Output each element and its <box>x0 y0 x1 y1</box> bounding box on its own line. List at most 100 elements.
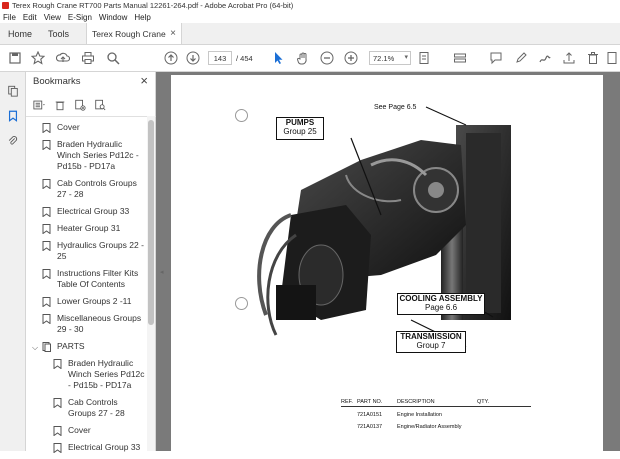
delete-bookmark-icon[interactable] <box>53 98 67 112</box>
panel-divider <box>26 116 156 117</box>
menu-help[interactable]: Help <box>134 12 151 22</box>
bookmark-label: Cab Controls Groups 27 - 28 <box>57 178 137 199</box>
tab-document-label: Terex Rough Crane ... <box>92 28 166 39</box>
menu-esign[interactable]: E-Sign <box>67 12 92 22</box>
bookmark-icon <box>42 140 51 150</box>
bookmark-icon <box>42 207 51 217</box>
menu-window[interactable]: Window <box>98 12 128 22</box>
save-icon[interactable] <box>8 50 22 66</box>
window-title: Terex Rough Crane RT700 Parts Manual 122… <box>12 1 294 10</box>
table-row: 721A0137 Engine/Radiator Assembly <box>341 424 531 430</box>
cell-description: Engine Installation <box>397 412 442 418</box>
bookmark-item[interactable]: Cover <box>26 425 146 436</box>
table-row: 721A0151 Engine Installation <box>341 412 531 418</box>
punch-hole <box>235 109 248 122</box>
chevron-down-icon[interactable]: ⌵ <box>32 343 39 352</box>
bookmark-label: Cover <box>57 122 80 132</box>
bookmark-item[interactable]: Electrical Group 33 <box>26 442 146 453</box>
bookmark-label: Braden Hydraulic Winch Series Pd12c - Pd… <box>68 358 145 390</box>
chevron-down-icon: ▾ <box>404 54 408 61</box>
menu-view[interactable]: View <box>43 12 61 22</box>
fit-page-icon[interactable] <box>417 50 431 66</box>
hand-icon[interactable] <box>296 50 310 66</box>
bookmark-label: PARTS <box>57 341 85 351</box>
close-icon[interactable]: × <box>140 73 148 88</box>
bookmark-label: Cab Controls Groups 27 - 28 <box>68 397 125 418</box>
cell-qty <box>477 412 507 418</box>
pdf-page: See Page 6.5 PUMPS Group 25 COOLING ASSE… <box>171 75 603 451</box>
tab-document[interactable]: Terex Rough Crane ... × <box>86 23 182 44</box>
zoom-value: 72.1% <box>373 53 395 63</box>
main-toolbar: 143 / 454 72.1% ▾ <box>0 45 620 72</box>
tab-tools[interactable]: Tools <box>48 28 70 39</box>
cell-ref <box>341 424 357 430</box>
bookmark-item[interactable]: Electrical Group 33 <box>26 206 146 217</box>
delete-icon[interactable] <box>586 50 600 66</box>
share-icon[interactable] <box>562 50 576 66</box>
engine-illustration <box>257 106 511 348</box>
search-icon[interactable] <box>106 50 120 66</box>
punch-hole <box>235 297 248 310</box>
bookmark-item[interactable]: Cover <box>26 122 146 133</box>
zoom-select[interactable]: 72.1% ▾ <box>369 51 411 65</box>
select-cursor-icon[interactable] <box>271 50 285 66</box>
bookmark-icon <box>42 269 51 279</box>
menu-file[interactable]: File <box>3 12 16 22</box>
bookmark-icon <box>53 398 62 408</box>
document-viewer[interactable]: ◂ <box>156 72 620 451</box>
col-qty: QTY. <box>477 399 490 405</box>
bookmark-label: Cover <box>68 425 91 435</box>
bookmark-search-icon[interactable] <box>93 98 107 112</box>
bookmark-label: Instructions Filter Kits Table Of Conten… <box>57 268 139 289</box>
collapse-panel-icon[interactable]: ◂ <box>160 269 164 276</box>
cooling-callout: COOLING ASSEMBLY Page 6.6 <box>397 293 485 315</box>
bookmark-label: Electrical Group 33 <box>68 442 141 452</box>
bookmark-item[interactable]: Cab Controls Groups 27 - 28 <box>26 178 146 200</box>
bookmark-item[interactable]: Lower Groups 2 -11 <box>26 296 146 307</box>
zoom-out-icon[interactable] <box>320 50 334 66</box>
next-page-icon[interactable] <box>186 50 200 66</box>
bookmark-icon <box>53 359 62 369</box>
bookmark-item[interactable]: Miscellaneous Groups 29 - 30 <box>26 313 146 335</box>
zoom-in-icon[interactable] <box>344 50 358 66</box>
comment-icon[interactable] <box>489 50 503 66</box>
pumps-title: PUMPS <box>285 118 315 127</box>
new-bookmark-icon[interactable] <box>73 98 87 112</box>
scroll-mode-icon[interactable] <box>453 50 467 66</box>
bookmark-group-icon <box>42 342 51 352</box>
acrobat-app-icon <box>2 2 9 9</box>
tab-close-icon[interactable]: × <box>170 28 176 39</box>
bookmark-label: Electrical Group 33 <box>57 206 130 216</box>
tab-home[interactable]: Home <box>8 28 33 39</box>
bookmark-item[interactable]: Braden Hydraulic Winch Series Pd12c - Pd… <box>26 139 146 172</box>
highlight-pen-icon[interactable] <box>514 50 528 66</box>
bookmarks-scrollbar[interactable] <box>148 120 154 325</box>
prev-page-icon[interactable] <box>164 50 178 66</box>
bookmark-item[interactable]: Braden Hydraulic Winch Series Pd12c - Pd… <box>26 358 146 391</box>
options-menu-icon[interactable] <box>33 98 47 112</box>
menu-edit[interactable]: Edit <box>22 12 37 22</box>
bookmark-item[interactable]: Instructions Filter Kits Table Of Conten… <box>26 268 146 290</box>
attachments-panel-icon[interactable] <box>6 134 20 148</box>
bookmark-icon <box>42 241 51 251</box>
bookmark-star-icon[interactable] <box>31 50 45 66</box>
page-total-label: / 454 <box>236 54 253 63</box>
bookmark-item[interactable]: Heater Group 31 <box>26 223 146 234</box>
sign-icon[interactable] <box>538 50 552 66</box>
bookmark-item-parts[interactable]: ⌵ PARTS <box>26 341 146 352</box>
bookmarks-panel-icon[interactable] <box>6 109 20 123</box>
page-number-input[interactable]: 143 <box>208 51 232 65</box>
col-description: DESCRIPTION <box>397 399 435 405</box>
menu-bar: File Edit View E-Sign Window Help <box>0 11 620 23</box>
bookmark-label: Hydraulics Groups 22 - 25 <box>57 240 144 261</box>
pages-panel-icon[interactable] <box>6 84 20 98</box>
cooling-title: COOLING ASSEMBLY <box>399 294 483 303</box>
upload-icon[interactable] <box>56 50 70 66</box>
cell-description: Engine/Radiator Assembly <box>397 424 462 430</box>
print-icon[interactable] <box>81 50 95 66</box>
bookmark-item[interactable]: Cab Controls Groups 27 - 28 <box>26 397 146 419</box>
more-icon[interactable] <box>606 50 618 66</box>
bookmark-label: Braden Hydraulic Winch Series Pd12c - Pd… <box>57 139 139 171</box>
bookmark-icon <box>42 179 51 189</box>
bookmark-item[interactable]: Hydraulics Groups 22 - 25 <box>26 240 146 262</box>
